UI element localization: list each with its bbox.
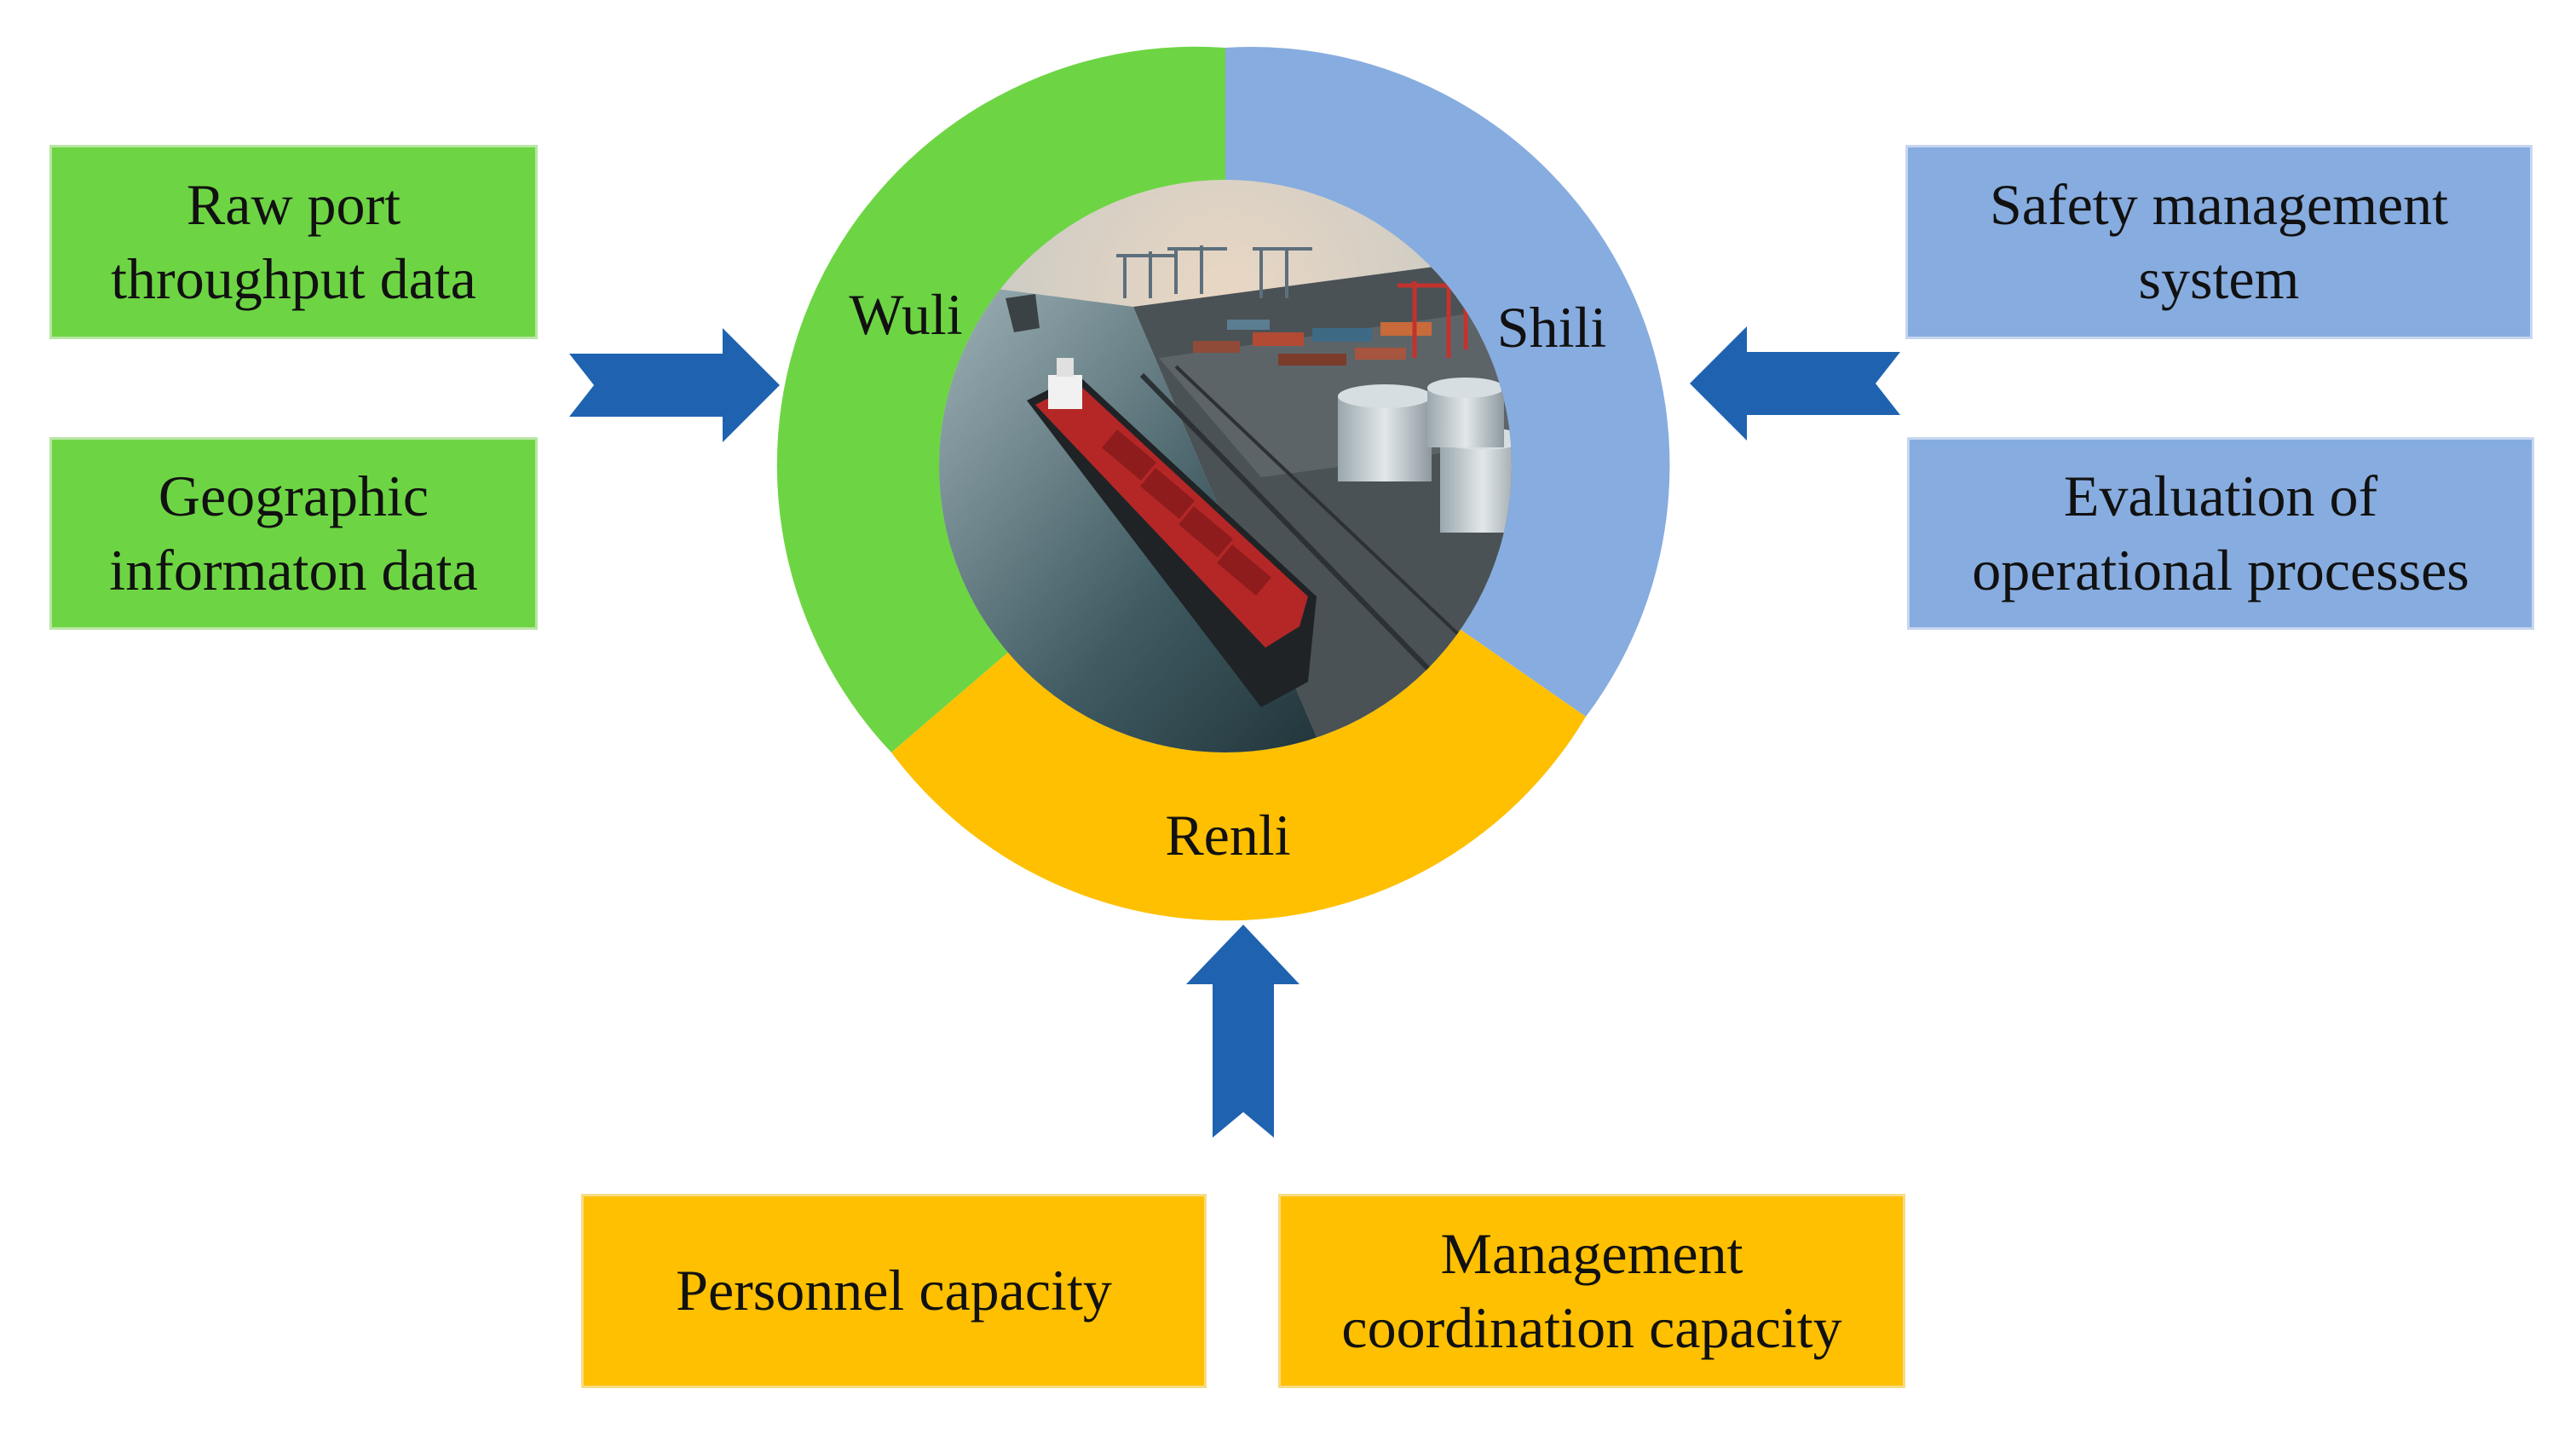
arrow-right-icon (569, 328, 780, 442)
arrow-up-icon (1186, 925, 1300, 1138)
ring-label-wuli: Wuli (849, 282, 962, 347)
box-personnel-capacity-label: Personnel capacity (676, 1258, 1112, 1323)
box-geographic-information: Geographic informaton data (49, 437, 538, 630)
box-management-coordination-label: Management coordination capacity (1341, 1220, 1842, 1360)
box-geographic-information-label: Geographic informaton data (109, 463, 478, 602)
box-evaluation-operational: Evaluation of operational processes (1907, 437, 2534, 630)
box-safety-management-label: Safety management system (1989, 171, 2449, 311)
port-cargo-ship-photo (939, 180, 1512, 752)
box-raw-port-throughput: Raw port throughput data (49, 145, 538, 339)
ring-label-renli: Renli (1165, 803, 1290, 867)
box-raw-port-throughput-label: Raw port throughput data (111, 171, 476, 311)
box-evaluation-operational-label: Evaluation of operational processes (1972, 463, 2469, 602)
box-management-coordination: Management coordination capacity (1278, 1194, 1905, 1388)
ring-label-shili: Shili (1497, 295, 1607, 360)
box-personnel-capacity: Personnel capacity (581, 1194, 1207, 1388)
box-safety-management: Safety management system (1905, 145, 2533, 339)
arrow-left-icon (1690, 326, 1900, 441)
